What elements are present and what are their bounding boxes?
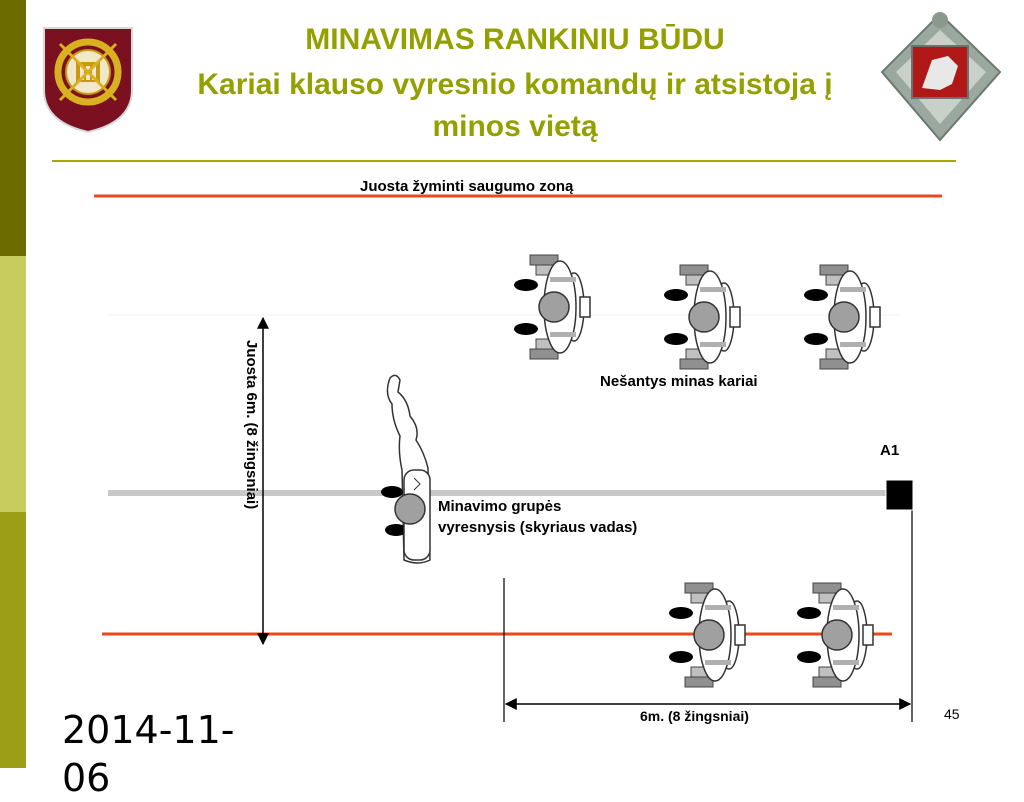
carrier-soldier-3 bbox=[803, 264, 881, 370]
leader-label-line1: Minavimo grupės bbox=[438, 498, 562, 515]
vertical-dimension-label: Juosta 6m. (8 žingsniai) bbox=[243, 340, 260, 510]
leader-soldier bbox=[381, 374, 431, 564]
slide-title-line2: Kariai klauso vyresnio komandų ir atsist… bbox=[197, 68, 833, 101]
leader-label-line2: vyresnysis (skyriaus vadas) bbox=[438, 519, 638, 536]
slide-title-line3: minos vietą bbox=[432, 110, 598, 143]
slide-title-line1: MINAVIMAS RANKINIU BŪDU bbox=[305, 23, 725, 56]
side-bar-middle bbox=[0, 256, 26, 512]
page-number: 45 bbox=[944, 706, 960, 722]
a1-marker bbox=[885, 479, 914, 511]
side-bar-top bbox=[0, 0, 26, 256]
title-underline bbox=[52, 160, 956, 162]
slide-date-text: 2014-11- 06 bbox=[62, 708, 235, 800]
horizontal-dimension-label: 6m. (8 žingsniai) bbox=[640, 708, 749, 724]
marker-label: A1 bbox=[880, 442, 900, 459]
carrier-soldier-2 bbox=[663, 264, 741, 370]
carriers-label: Nešantys minas kariai bbox=[600, 373, 758, 390]
carrier-soldier-1 bbox=[513, 254, 591, 360]
slide-date: 2014-11- 06 bbox=[62, 706, 234, 802]
side-bar-bottom bbox=[0, 512, 26, 768]
diagram-canvas bbox=[94, 194, 942, 722]
top-line-label: Juosta žyminti saugumo zoną bbox=[360, 178, 574, 195]
